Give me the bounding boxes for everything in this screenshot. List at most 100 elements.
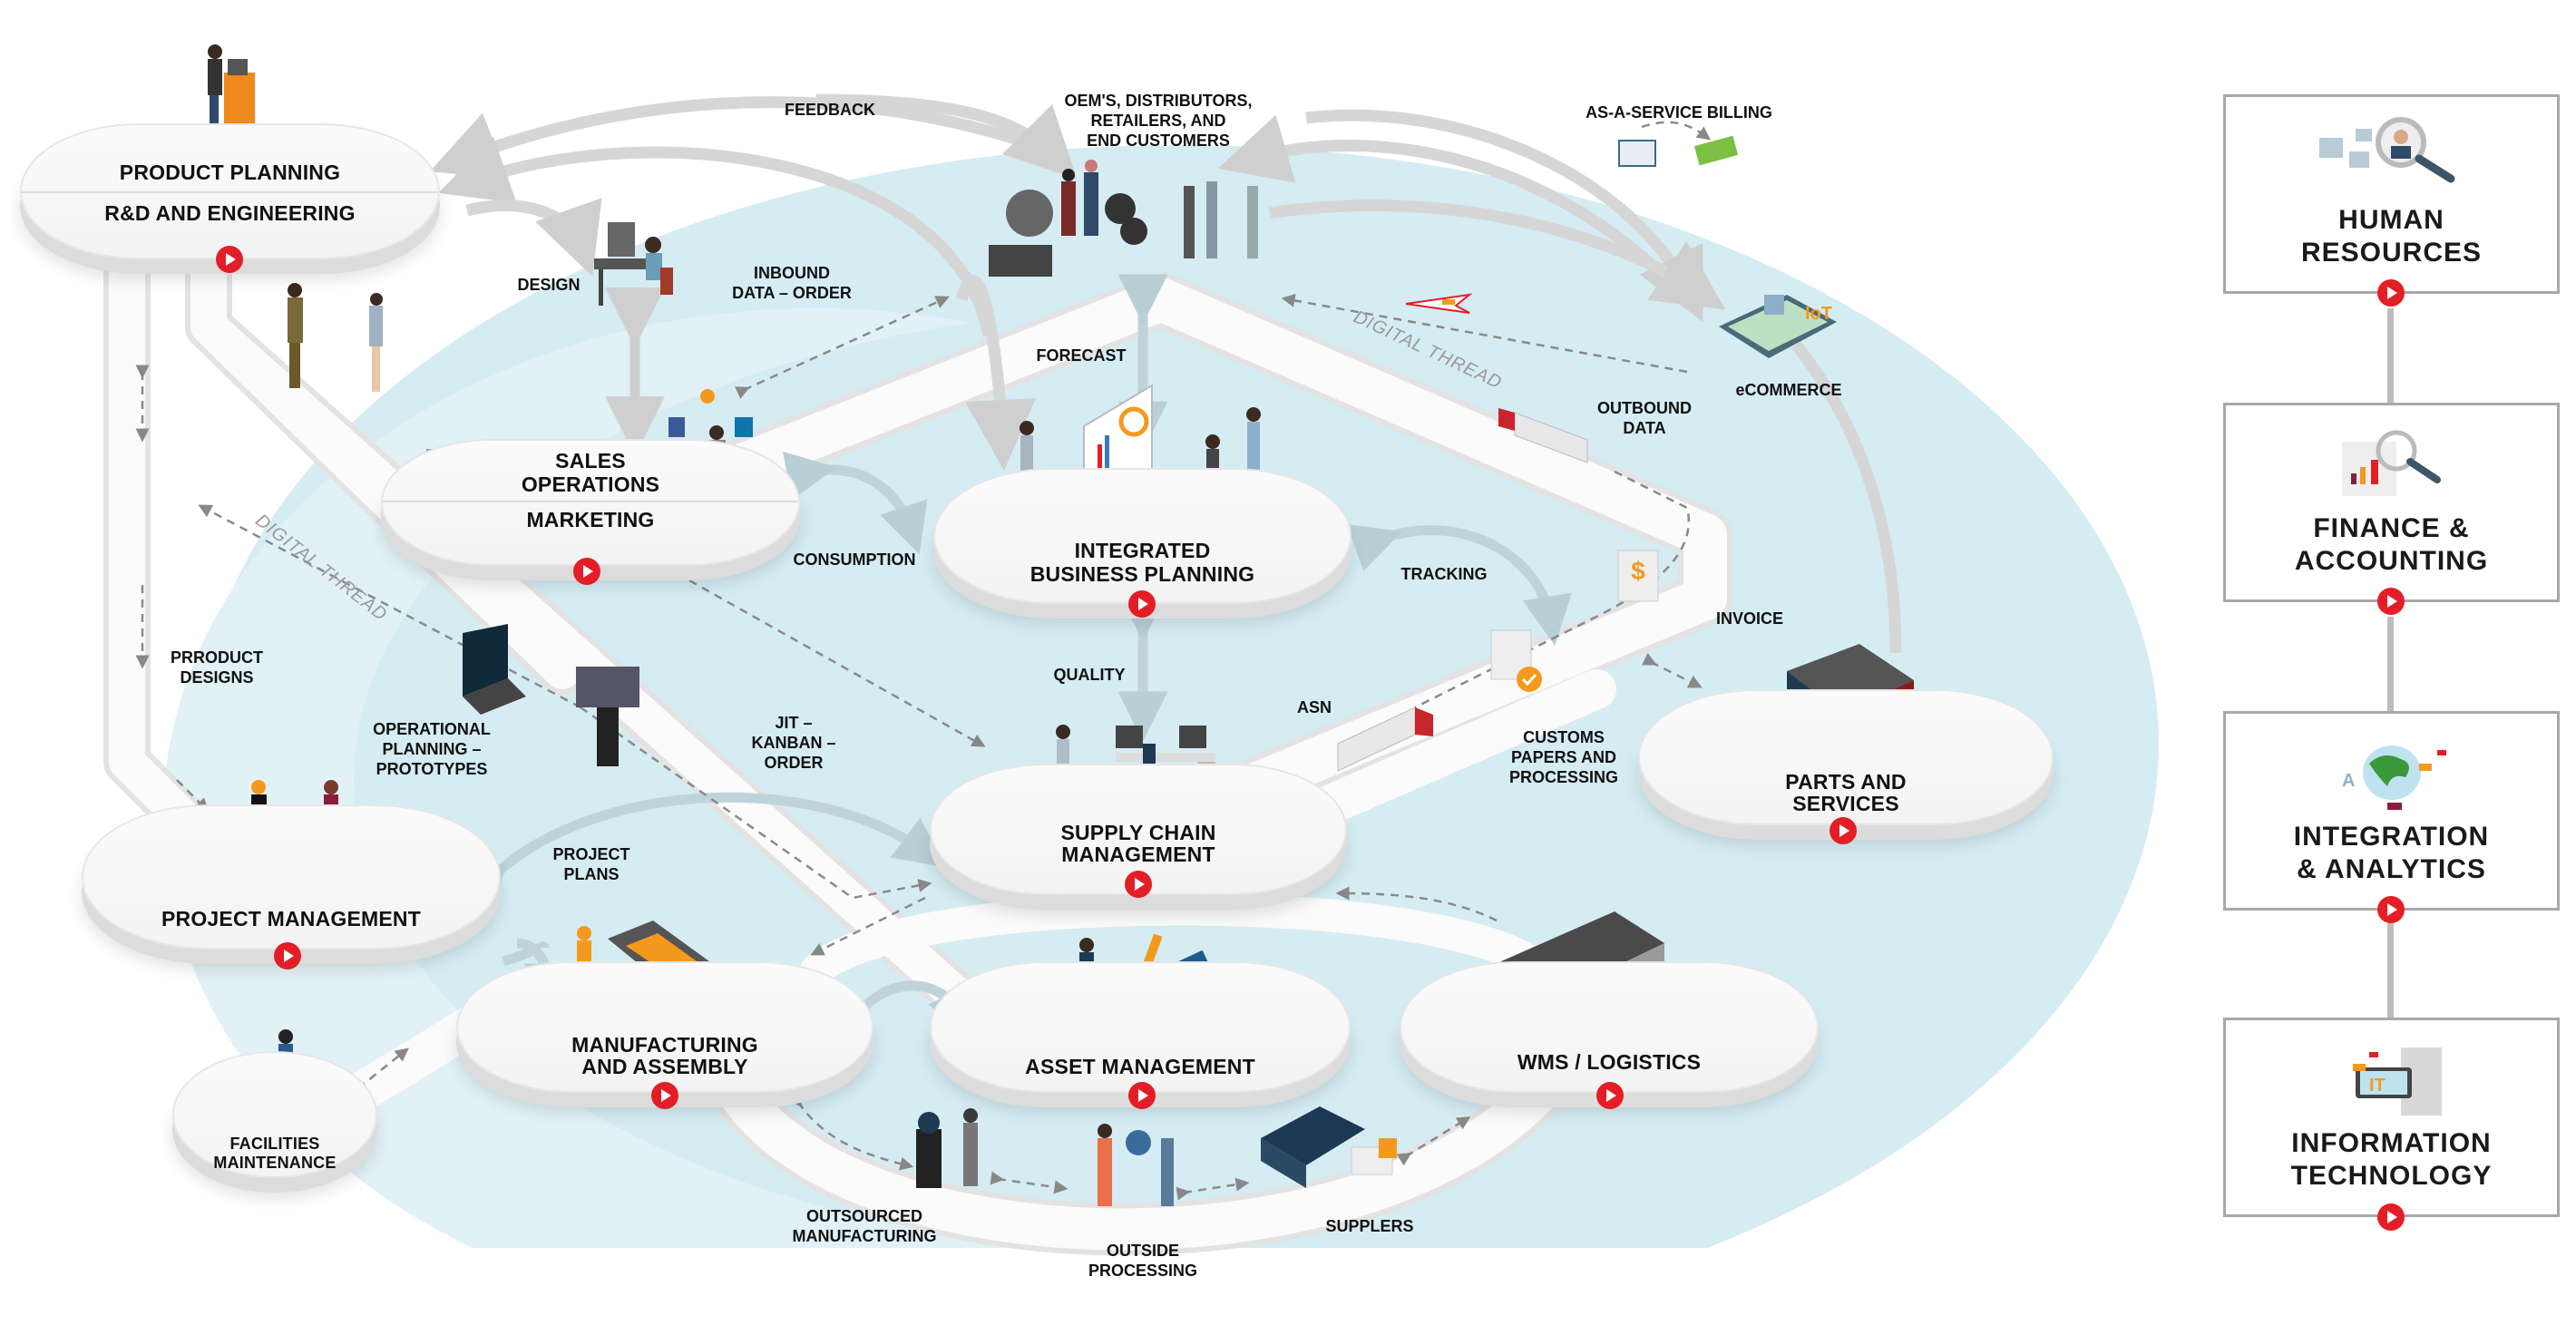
label-line: DATA bbox=[1623, 419, 1666, 437]
business-people-illustration bbox=[277, 281, 395, 399]
play-button-scm[interactable] bbox=[1125, 871, 1152, 898]
label-outsourced-manufacturing: OUTSOURCED MANUFACTURING bbox=[793, 1206, 937, 1246]
label-line: PAPERS AND bbox=[1510, 748, 1616, 766]
label-line: RETAILERS, AND bbox=[1090, 112, 1226, 130]
label-line: PLANNING – bbox=[382, 740, 482, 758]
node-wms-logistics[interactable]: WMS / LOGISTICS bbox=[1400, 961, 1819, 1093]
play-button-parts[interactable] bbox=[1830, 817, 1857, 844]
label-line: ORDER bbox=[764, 754, 824, 772]
divider bbox=[383, 501, 798, 502]
marketing-title: MARKETING bbox=[526, 508, 655, 531]
product-planning-title: PRODUCT PLANNING bbox=[119, 161, 341, 184]
label-as-a-service-billing: AS-A-SERVICE BILLING bbox=[1586, 103, 1772, 122]
dashed-data-arrows bbox=[135, 121, 1712, 1201]
label-invoice: INVOICE bbox=[1715, 609, 1784, 628]
label-line: PLANS bbox=[563, 865, 620, 883]
ibp-title-line2: BUSINESS PLANNING bbox=[1029, 562, 1255, 586]
link-arrows bbox=[454, 274, 1572, 1056]
label-line: OPERATIONAL bbox=[373, 720, 491, 738]
label-design: DESIGN bbox=[517, 276, 581, 294]
label-line: INBOUND bbox=[753, 264, 830, 282]
manufacturing-title-line2: AND ASSEMBLY bbox=[581, 1055, 748, 1078]
play-button-integration[interactable] bbox=[2377, 896, 2405, 923]
node-manufacturing-assembly[interactable]: MANUFACTURING AND ASSEMBLY bbox=[456, 961, 873, 1093]
label-operational-planning: OPERATIONAL PLANNING – PROTOTYPES bbox=[373, 719, 491, 779]
project-management-title: PROJECT MANAGEMENT bbox=[161, 907, 421, 930]
play-button-wms[interactable] bbox=[1596, 1082, 1624, 1109]
play-button-sales[interactable] bbox=[573, 558, 600, 585]
label-forecast: FORECAST bbox=[1036, 346, 1127, 365]
engine-block-illustration bbox=[571, 662, 644, 771]
play-button-it[interactable] bbox=[2377, 1203, 2405, 1231]
label-line: PRRODUCT bbox=[171, 648, 263, 667]
it-server-icon: IT bbox=[2352, 1047, 2442, 1116]
facilities-title-line1: FACILITIES bbox=[229, 1135, 320, 1153]
label-line: DATA – ORDER bbox=[732, 284, 852, 302]
node-parts-and-services[interactable]: PARTS AND SERVICES bbox=[1638, 689, 2054, 825]
label-outbound-data: OUTBOUND DATA bbox=[1597, 398, 1692, 438]
asset-management-title: ASSET MANAGEMENT bbox=[1025, 1055, 1255, 1078]
customs-document-icon bbox=[1489, 628, 1546, 694]
play-button-project-management[interactable] bbox=[274, 942, 301, 969]
label-suppliers: SUPPLERS bbox=[1325, 1217, 1414, 1235]
title-line: INTEGRATION bbox=[2293, 822, 2490, 852]
divider bbox=[22, 191, 438, 193]
side-card-title: INTEGRATION& ANALYTICS bbox=[2226, 821, 2557, 886]
label-project-plans: PROJECT PLANS bbox=[552, 844, 629, 884]
flow-arrows bbox=[429, 93, 1902, 654]
side-card-title: FINANCE &ACCOUNTING bbox=[2226, 512, 2557, 578]
play-button-human-resources[interactable] bbox=[2377, 279, 2405, 307]
suppliers-factory-illustration bbox=[1256, 1084, 1401, 1193]
label-oem-customers: OEM'S, DISTRIBUTORS, RETAILERS, AND END … bbox=[1065, 91, 1253, 151]
svg-text:A: A bbox=[2342, 771, 2355, 791]
node-product-planning[interactable]: PRODUCT PLANNING R&D AND ENGINEERING bbox=[20, 123, 440, 259]
scm-title-line2: MANAGEMENT bbox=[1061, 843, 1215, 866]
node-asset-management[interactable]: ASSET MANAGEMENT bbox=[930, 961, 1351, 1093]
parts-title-line2: SERVICES bbox=[1792, 792, 1899, 815]
node-project-management[interactable]: PROJECT MANAGEMENT bbox=[82, 804, 501, 950]
side-card-integration-analytics[interactable]: A INTEGRATION& ANALYTICS bbox=[2223, 711, 2560, 911]
sales-title: SALES bbox=[555, 449, 626, 473]
label-line: KANBAN – bbox=[751, 734, 836, 752]
node-integrated-business-planning[interactable]: INTEGRATED BUSINESS PLANNING bbox=[933, 468, 1351, 604]
facilities-title-line2: MAINTENANCE bbox=[213, 1154, 337, 1172]
node-facilities-maintenance[interactable]: FACILITIES MAINTENANCE bbox=[172, 1051, 377, 1178]
label-line: PROJECT bbox=[552, 845, 630, 863]
play-button-manufacturing[interactable] bbox=[651, 1082, 678, 1109]
svg-text:$: $ bbox=[1631, 557, 1645, 585]
ibp-title-line1: INTEGRATED bbox=[1074, 539, 1211, 562]
title-line: HUMAN bbox=[2338, 205, 2444, 235]
oem-customers-illustration bbox=[984, 159, 1274, 290]
title-line: INFORMATION bbox=[2291, 1128, 2492, 1158]
hr-magnifier-icon bbox=[2318, 117, 2454, 183]
play-button-finance[interactable] bbox=[2377, 588, 2405, 615]
label-line: OUTSIDE bbox=[1106, 1242, 1179, 1260]
outsourced-illustration bbox=[912, 1106, 1002, 1193]
label-asn: ASN bbox=[1296, 698, 1332, 716]
node-sales-operations-marketing[interactable]: SALES OPERATIONS MARKETING bbox=[381, 439, 800, 566]
label-inbound-data-order: INBOUND DATA – ORDER bbox=[732, 263, 852, 303]
billing-illustration bbox=[1615, 127, 1742, 181]
title-line: FINANCE & bbox=[2313, 513, 2470, 543]
label-line: END CUSTOMERS bbox=[1087, 132, 1230, 150]
play-button-asset[interactable] bbox=[1128, 1082, 1156, 1109]
title-line: & ANALYTICS bbox=[2297, 854, 2486, 884]
label-product-designs: PRRODUCT DESIGNS bbox=[171, 648, 263, 687]
label-ecommerce: eCOMMERCE bbox=[1735, 381, 1842, 399]
iot-label: IoT bbox=[1805, 304, 1832, 324]
label-line: OUTSOURCED bbox=[805, 1207, 922, 1225]
wms-title: WMS / LOGISTICS bbox=[1517, 1050, 1702, 1074]
label-line: PROCESSING bbox=[1508, 768, 1619, 786]
rd-engineering-title: R&D AND ENGINEERING bbox=[104, 201, 356, 225]
side-card-finance-accounting[interactable]: FINANCE &ACCOUNTING bbox=[2223, 403, 2560, 602]
label-feedback: FEEDBACK bbox=[784, 101, 876, 119]
play-button-ibp[interactable] bbox=[1128, 590, 1156, 618]
label-line: OUTBOUND bbox=[1597, 399, 1692, 417]
play-button-product-planning[interactable] bbox=[216, 246, 243, 273]
manufacturing-title-line1: MANUFACTURING bbox=[571, 1033, 758, 1057]
label-line: MANUFACTURING bbox=[792, 1227, 937, 1245]
